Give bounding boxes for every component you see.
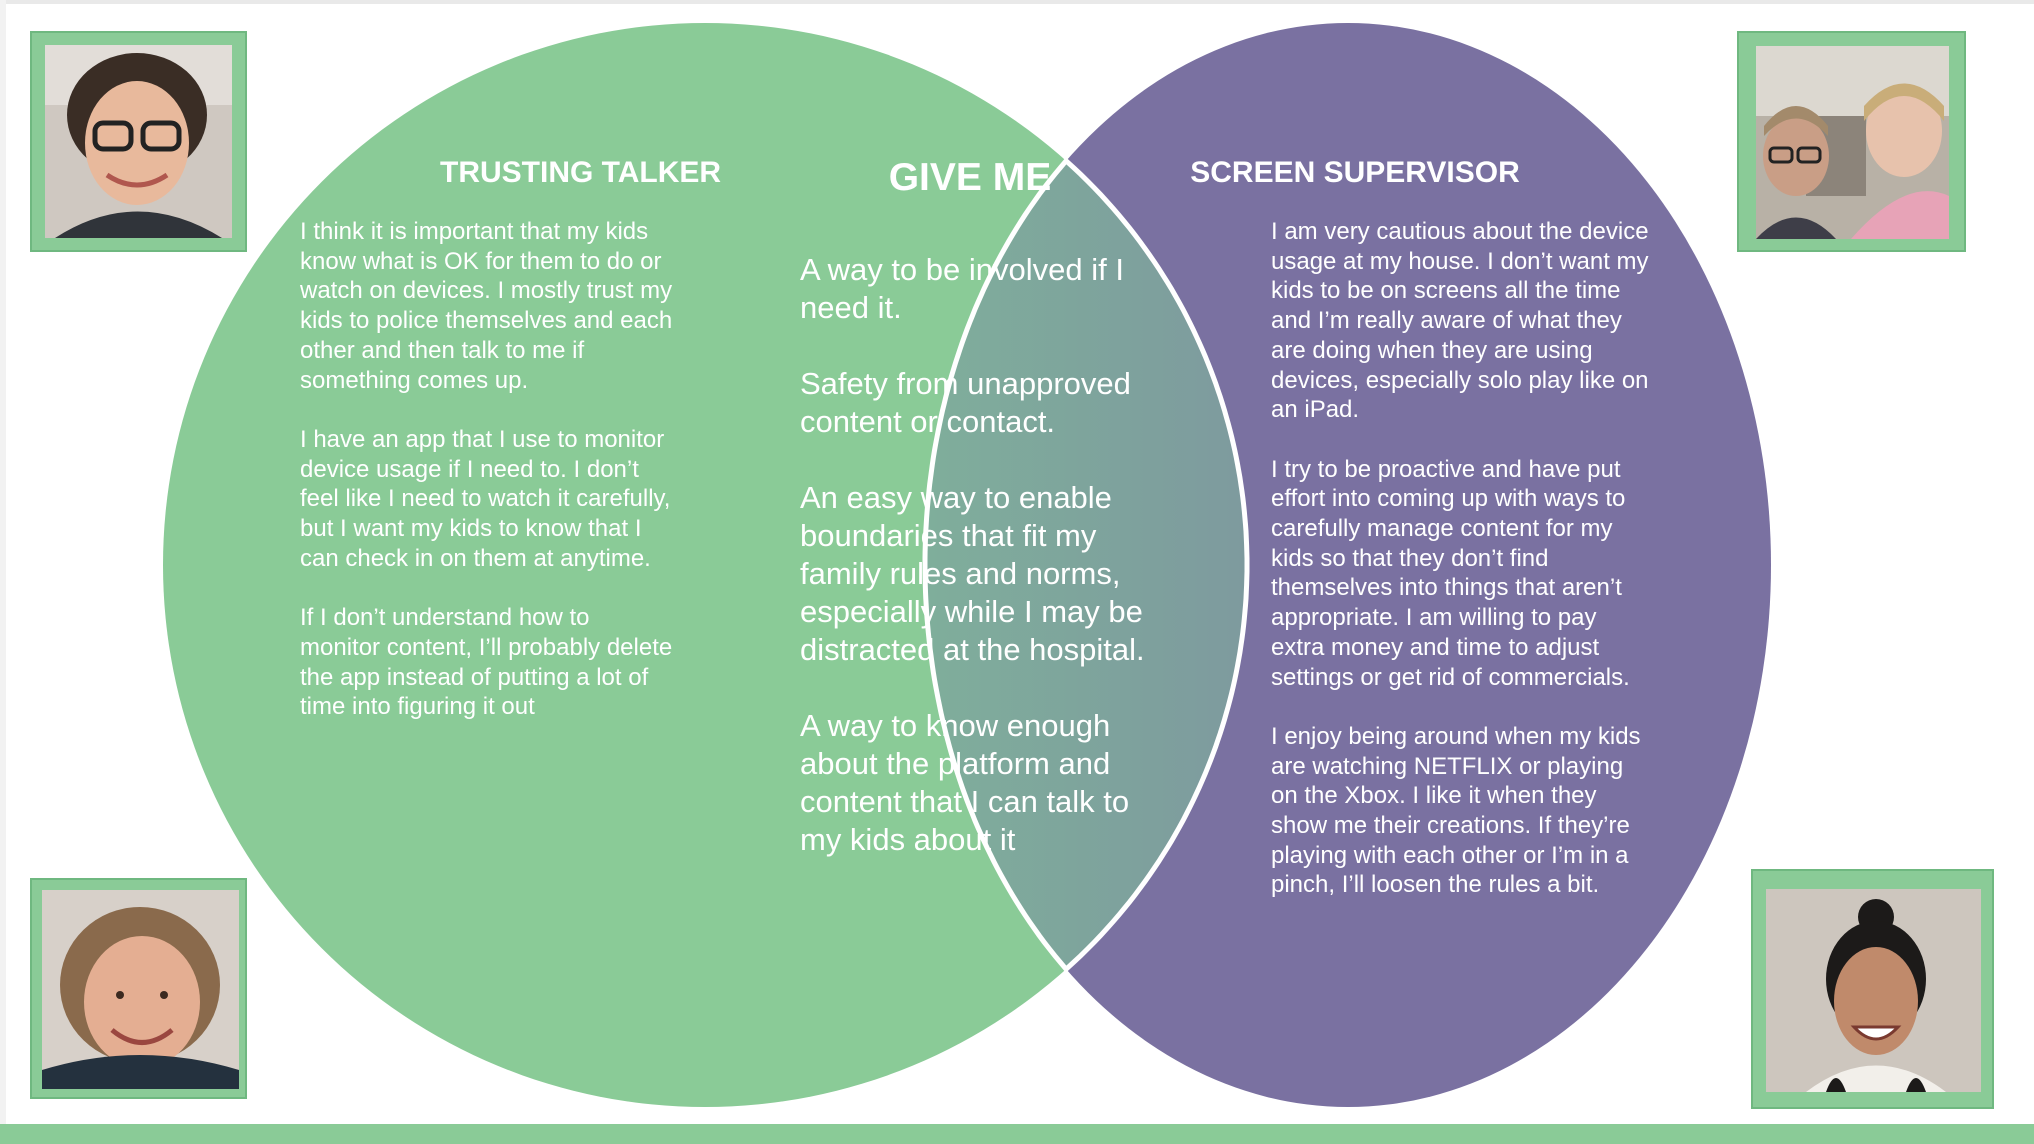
right-paragraph: I enjoy being around when my kids are wa…	[1271, 722, 1641, 899]
bottom-bar	[0, 1124, 2034, 1144]
right-paragraph: I am very cautious about the device usag…	[1271, 218, 1649, 424]
right-paragraph: I try to be proactive and have put effor…	[1271, 455, 1630, 691]
top-border	[0, 0, 2034, 4]
left-border	[0, 0, 6, 1144]
photo-frame-bottom-right	[1751, 869, 1994, 1109]
right-title: SCREEN SUPERVISOR	[1190, 156, 1520, 189]
left-title: TRUSTING TALKER	[440, 156, 722, 189]
left-paragraph: I have an app that I use to monitor devi…	[300, 425, 671, 572]
photo-woman-with-glasses	[45, 45, 232, 238]
center-paragraph: An easy way to enable boundaries that fi…	[800, 480, 1145, 667]
venn-overlap	[925, 23, 1247, 1107]
photo-frame-top-right	[1737, 31, 1966, 252]
photo-smiling-woman	[42, 890, 239, 1089]
center-paragraph: Safety from unapproved content or contac…	[800, 366, 1131, 439]
venn-overlap-outline	[922, 157, 1250, 973]
center-paragraph: A way to be involved if I need it.	[800, 252, 1124, 325]
right-description: I am very cautious about the device usag…	[1271, 217, 1656, 900]
center-paragraph: A way to know enough about the platform …	[800, 708, 1130, 857]
left-paragraph: I think it is important that my kids kno…	[300, 218, 673, 394]
center-title: GIVE ME	[888, 156, 1052, 199]
venn-circle-left	[163, 23, 1247, 1107]
left-description: I think it is important that my kids kno…	[300, 217, 675, 722]
center-description: A way to be involved if I need it. Safet…	[800, 251, 1150, 859]
photo-frame-top-left	[30, 31, 247, 252]
photo-frame-bottom-left	[30, 878, 247, 1099]
photo-laughing-woman	[1766, 889, 1981, 1092]
left-paragraph: If I don’t understand how to monitor con…	[300, 604, 673, 721]
photo-two-girls	[1756, 46, 1949, 239]
